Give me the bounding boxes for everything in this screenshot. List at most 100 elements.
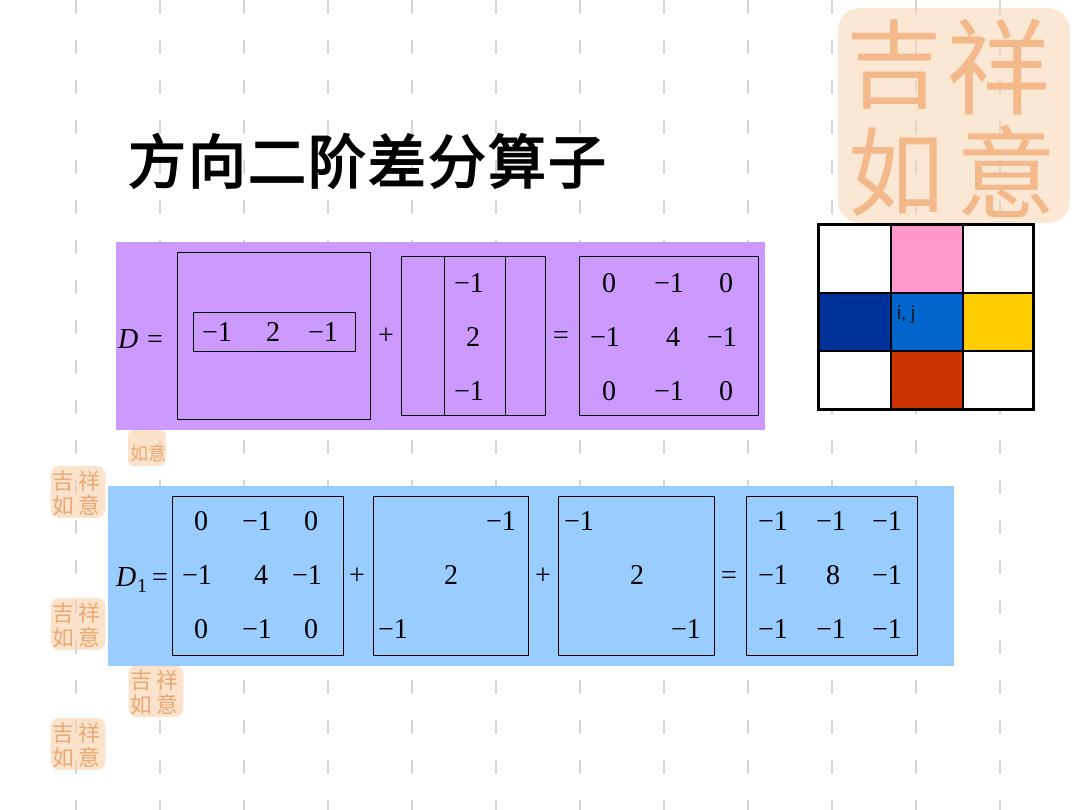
matrix-cell: −1 xyxy=(758,614,788,645)
matrix-cell: −1 xyxy=(671,614,701,645)
equation-d1-lhs-base: D xyxy=(116,562,137,593)
d1-anti-diagonal-kernel xyxy=(373,496,529,656)
matrix-cell: −1 xyxy=(872,506,902,537)
svg-text:如: 如 xyxy=(130,444,148,465)
svg-text:祥: 祥 xyxy=(78,470,100,495)
equation-d-lhs: D = xyxy=(118,324,165,355)
svg-text:如: 如 xyxy=(52,627,74,650)
matrix-cell: −1 xyxy=(816,614,846,645)
center-cell-label: i, j xyxy=(897,303,915,323)
matrix-cell: −1 xyxy=(758,506,788,537)
svg-text:祥: 祥 xyxy=(946,9,1050,131)
matrix-cell: 4 xyxy=(254,560,268,591)
matrix-cell: −1 xyxy=(182,560,212,591)
matrix-cell: −1 xyxy=(564,506,594,537)
matrix-cell: 8 xyxy=(826,560,840,591)
svg-text:吉: 吉 xyxy=(52,470,74,495)
equals-sign: = xyxy=(152,562,168,593)
svg-text:祥: 祥 xyxy=(156,669,178,694)
grid-cell-left xyxy=(817,293,891,351)
svg-text:祥: 祥 xyxy=(78,722,100,747)
matrix-cell: −1 xyxy=(486,506,516,537)
d1-main-diagonal-kernel xyxy=(558,496,715,656)
svg-text:意: 意 xyxy=(78,495,100,518)
horizontal-kernel-cell: −1 xyxy=(202,317,232,348)
grid-lines xyxy=(817,223,1035,411)
matrix-cell: 0 xyxy=(304,614,318,645)
small-stamp-logo: 吉 祥 如 意 xyxy=(50,466,106,518)
horizontal-kernel-cell: 2 xyxy=(266,317,280,348)
matrix-cell: 0 xyxy=(719,376,733,407)
matrix-cell: −1 xyxy=(590,322,620,353)
grid-cell-empty xyxy=(963,223,1035,293)
svg-text:吉: 吉 xyxy=(846,11,942,123)
equation-d-panel: D = −1 2 −1 + −1 2 −1 = 0 −1 0 −1 4 −1 0… xyxy=(116,242,765,430)
grid-cell-empty xyxy=(963,351,1035,411)
grid-cell-right xyxy=(963,293,1035,351)
svg-text:意: 意 xyxy=(956,117,1056,223)
equation-d1-panel: D 1 = 0 −1 0 −1 4 −1 0 −1 0 + −1 2 −1 + … xyxy=(108,486,954,666)
vertical-kernel-cell: −1 xyxy=(454,376,484,407)
small-stamp-logo: 吉 祥 如 意 xyxy=(50,598,106,650)
svg-text:如: 如 xyxy=(52,495,74,518)
svg-text:祥: 祥 xyxy=(78,602,100,627)
matrix-cell: −1 xyxy=(654,376,684,407)
grid-cell-bottom xyxy=(891,351,963,411)
matrix-cell: 2 xyxy=(630,560,644,591)
vertical-kernel-box xyxy=(444,256,506,416)
svg-text:如: 如 xyxy=(130,694,152,717)
neighbor-grid: i, j xyxy=(817,223,1035,411)
matrix-cell: 0 xyxy=(602,376,616,407)
small-stamp-logo: 吉 祥 如 意 xyxy=(128,665,184,717)
svg-text:吉: 吉 xyxy=(130,669,152,694)
guide-line xyxy=(75,0,77,810)
result-matrix-d xyxy=(579,256,759,416)
matrix-cell: −1 xyxy=(654,268,684,299)
matrix-cell: −1 xyxy=(707,322,737,353)
matrix-cell: 0 xyxy=(194,614,208,645)
equation-d1-lhs-subscript: 1 xyxy=(137,575,147,597)
svg-text:意: 意 xyxy=(148,444,166,465)
svg-text:吉: 吉 xyxy=(52,602,74,627)
plus-sign: + xyxy=(535,560,551,591)
svg-text:意: 意 xyxy=(78,747,100,770)
matrix-cell: 0 xyxy=(194,506,208,537)
grid-cell-center: i, j xyxy=(891,293,963,351)
svg-text:意: 意 xyxy=(156,694,178,717)
equals-sign: = xyxy=(553,320,569,351)
matrix-cell: 0 xyxy=(602,268,616,299)
vertical-kernel-cell: −1 xyxy=(454,268,484,299)
grid-cell-empty xyxy=(817,351,891,411)
grid-cell-empty xyxy=(817,223,891,293)
result-matrix-d1 xyxy=(746,496,918,656)
matrix-cell: −1 xyxy=(758,560,788,591)
decorative-stamp-logo: 吉 祥 如 意 xyxy=(838,8,1070,223)
matrix-cell: 2 xyxy=(444,560,458,591)
matrix-cell: −1 xyxy=(872,560,902,591)
vertical-kernel-cell: 2 xyxy=(466,322,480,353)
equals-sign: = xyxy=(721,560,737,591)
slide-title: 方向二阶差分算子 xyxy=(128,129,609,197)
svg-text:吉: 吉 xyxy=(52,722,74,747)
small-stamp-logo: 如 意 xyxy=(128,430,166,466)
d1-first-matrix xyxy=(172,496,344,656)
svg-text:意: 意 xyxy=(78,627,100,650)
matrix-cell: −1 xyxy=(242,614,272,645)
grid-cell-top xyxy=(891,223,963,293)
matrix-cell: −1 xyxy=(872,614,902,645)
horizontal-kernel-box xyxy=(193,312,356,352)
svg-text:如: 如 xyxy=(52,747,74,770)
plus-sign: + xyxy=(378,320,394,351)
plus-sign: + xyxy=(349,560,365,591)
matrix-cell: 0 xyxy=(304,506,318,537)
matrix-cell: −1 xyxy=(816,506,846,537)
matrix-cell: 0 xyxy=(719,268,733,299)
horizontal-kernel-cell: −1 xyxy=(308,317,338,348)
svg-text:如: 如 xyxy=(848,119,944,223)
matrix-cell: −1 xyxy=(378,614,408,645)
matrix-cell: −1 xyxy=(292,560,322,591)
small-stamp-logo: 吉 祥 如 意 xyxy=(50,718,106,770)
matrix-cell: −1 xyxy=(242,506,272,537)
matrix-cell: 4 xyxy=(666,322,680,353)
horizontal-kernel-frame xyxy=(177,252,371,420)
